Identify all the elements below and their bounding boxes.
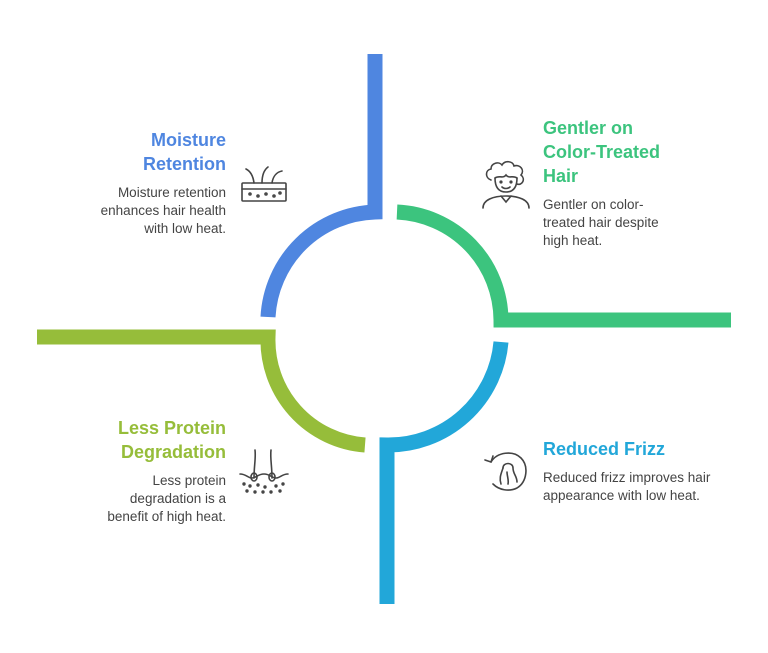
less-protein-degradation-description: Less protein degradation is a benefit of… — [6, 472, 226, 526]
moisture-retention-block: Moisture Retention Moisture retention en… — [6, 128, 226, 238]
reduced-frizz-title: Reduced Frizz — [543, 437, 758, 461]
title-line: Degradation — [120, 442, 226, 462]
desc-line: enhances hair health — [100, 203, 226, 218]
arc-less-protein-degradation — [37, 329, 366, 453]
gentler-color-treated-description: Gentler on color- treated hair despite h… — [543, 196, 743, 250]
title-line: Gentler on — [543, 118, 634, 138]
less-protein-degradation-block: Less Protein Degradation Less protein de… — [6, 416, 226, 526]
arc-moisture-retention — [260, 54, 383, 318]
curly-hair-person-icon — [482, 160, 530, 209]
title-line: Less Protein — [117, 418, 226, 438]
hair-skin-icon — [241, 166, 287, 202]
desc-line: with low heat. — [144, 221, 226, 236]
reduced-frizz-description: Reduced frizz improves hair appearance w… — [543, 469, 758, 505]
title-line: Retention — [143, 154, 226, 174]
arc-reduced-frizz — [379, 341, 509, 604]
hair-follicle-icon — [239, 449, 289, 494]
desc-line: high heat. — [543, 233, 603, 248]
moisture-retention-title: Moisture Retention — [6, 128, 226, 176]
desc-line: Reduced frizz improves hair — [543, 470, 711, 485]
title-line: Color-Treated — [543, 142, 661, 162]
gentler-color-treated-block: Gentler on Color-Treated Hair Gentler on… — [543, 116, 743, 250]
desc-line: benefit of high heat. — [107, 509, 226, 524]
moisture-retention-description: Moisture retention enhances hair health … — [6, 184, 226, 238]
frizz-reset-icon — [484, 452, 527, 491]
arc-gentler-color-treated — [396, 204, 731, 328]
desc-line: appearance with low heat. — [543, 488, 700, 503]
desc-line: treated hair despite — [543, 215, 659, 230]
reduced-frizz-block: Reduced Frizz Reduced frizz improves hai… — [543, 437, 758, 505]
title-line: Moisture — [150, 130, 226, 150]
desc-line: Less protein — [152, 473, 226, 488]
title-line: Hair — [543, 166, 579, 186]
gentler-color-treated-title: Gentler on Color-Treated Hair — [543, 116, 743, 188]
title-line: Reduced Frizz — [543, 439, 666, 459]
less-protein-degradation-title: Less Protein Degradation — [6, 416, 226, 464]
desc-line: Moisture retention — [117, 185, 226, 200]
desc-line: Gentler on color- — [543, 197, 644, 212]
desc-line: degradation is a — [129, 491, 226, 506]
